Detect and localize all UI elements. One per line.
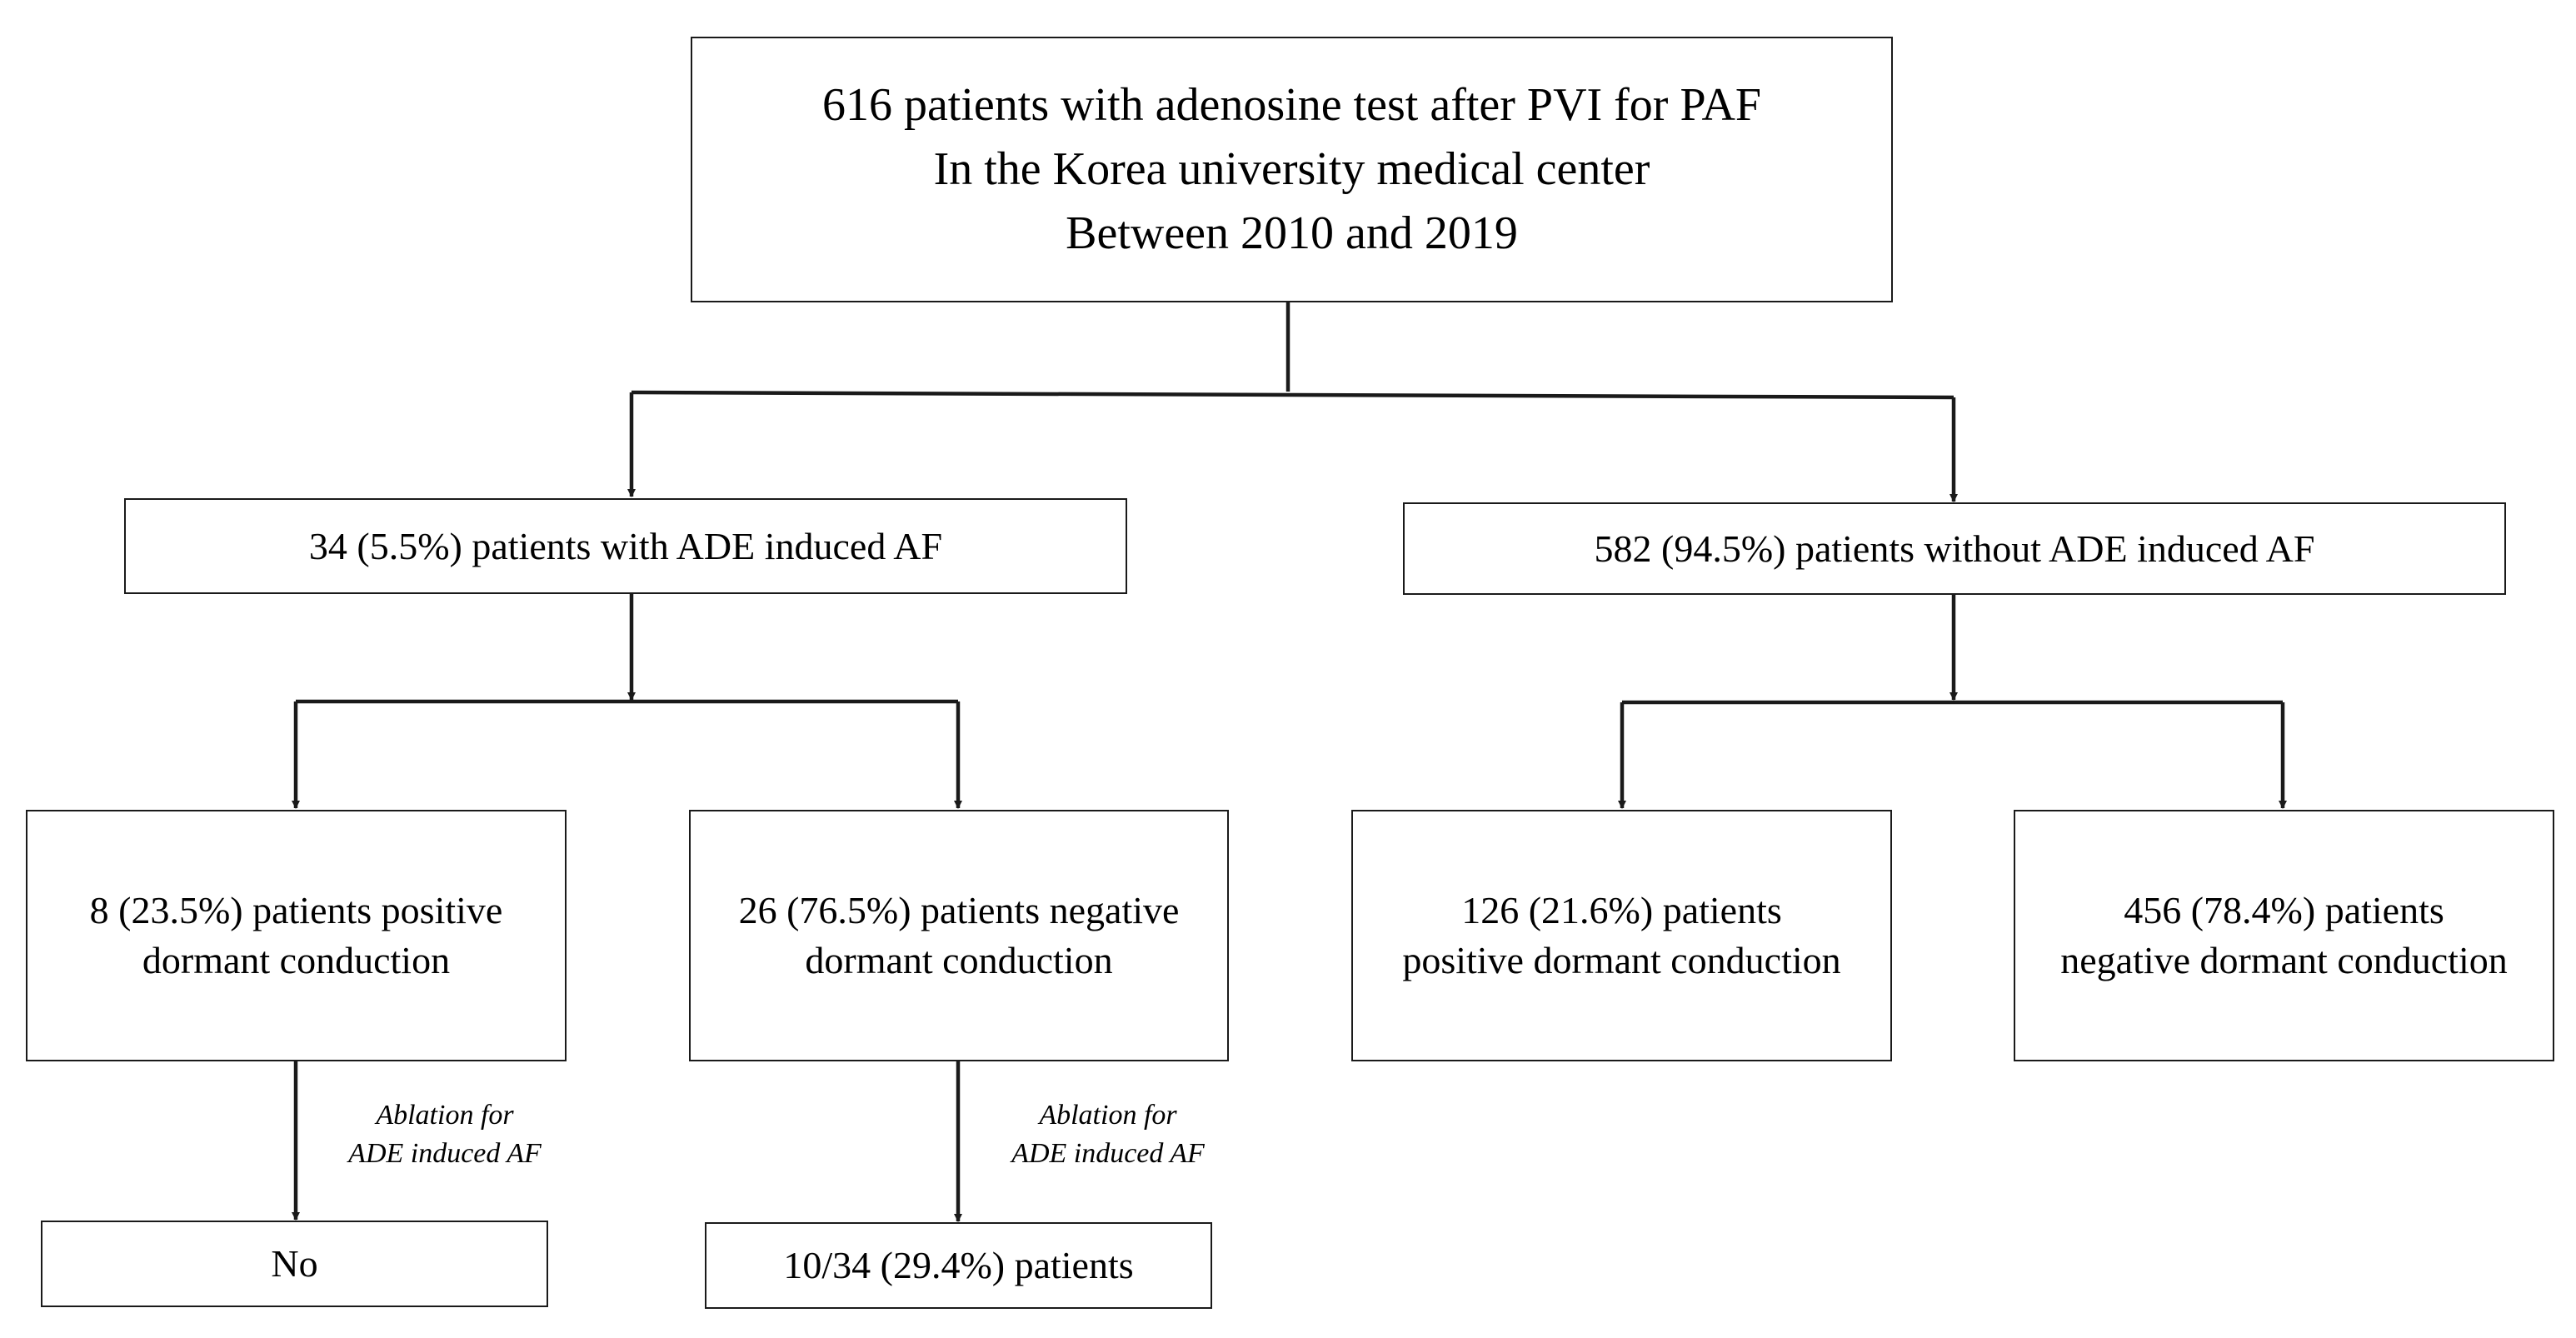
connector-root-bar [631, 390, 1954, 400]
with-ade-box: 34 (5.5%) patients with ADE induced AF [124, 498, 1127, 594]
without-negative-line-1: 456 (78.4%) patients [2124, 889, 2444, 931]
ablation-note-left-line-2: ADE induced AF [348, 1138, 542, 1169]
without-positive-line-1: 126 (21.6%) patients [1461, 889, 1782, 931]
root-box: 616 patients with adenosine test after P… [691, 37, 1893, 302]
ablation-note-right-line-2: ADE induced AF [1011, 1138, 1205, 1169]
with-ade-label: 34 (5.5%) patients with ADE induced AF [308, 524, 943, 567]
ablation-note-right: Ablation for ADE induced AF [991, 1096, 1225, 1173]
ablation-note-right-line-1: Ablation for [1039, 1100, 1177, 1131]
root-line-2: In the Korea university medical center [933, 143, 1650, 195]
with-negative-line-1: 26 (76.5%) patients negative [738, 889, 1180, 931]
ablation-note-left-line-1: Ablation for [376, 1100, 514, 1131]
with-negative-box: 26 (76.5%) patients negative dormant con… [689, 810, 1229, 1061]
with-positive-line-2: dormant conduction [142, 939, 451, 981]
without-negative-line-2: negative dormant conduction [2060, 939, 2508, 981]
outcome-negative-label: 10/34 (29.4%) patients [783, 1244, 1134, 1286]
outcome-negative-box: 10/34 (29.4%) patients [705, 1222, 1212, 1309]
ablation-note-left: Ablation for ADE induced AF [328, 1096, 562, 1173]
with-positive-line-1: 8 (23.5%) patients positive [89, 889, 503, 931]
without-ade-label: 582 (94.5%) patients without ADE induced… [1594, 527, 2315, 570]
with-negative-line-2: dormant conduction [805, 939, 1113, 981]
without-positive-box: 126 (21.6%) patients positive dormant co… [1351, 810, 1892, 1061]
with-positive-box: 8 (23.5%) patients positive dormant cond… [26, 810, 567, 1061]
outcome-positive-label: No [271, 1242, 318, 1285]
without-positive-line-2: positive dormant conduction [1402, 939, 1841, 981]
outcome-positive-box: No [41, 1221, 548, 1307]
without-ade-box: 582 (94.5%) patients without ADE induced… [1403, 502, 2506, 595]
root-line-1: 616 patients with adenosine test after P… [821, 79, 1762, 131]
root-line-3: Between 2010 and 2019 [1066, 207, 1518, 259]
without-negative-box: 456 (78.4%) patients negative dormant co… [2014, 810, 2554, 1061]
